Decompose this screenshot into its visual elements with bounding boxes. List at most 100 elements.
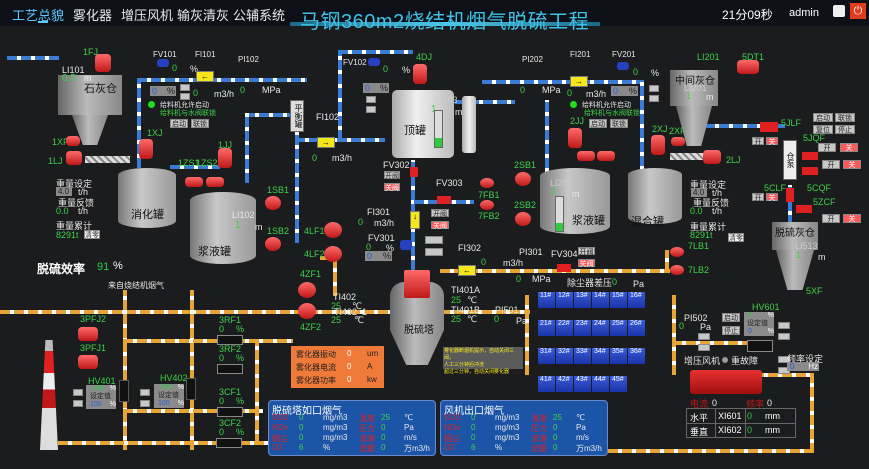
- dust-collector-cell[interactable]: 24#: [592, 320, 609, 336]
- fan-4lf2[interactable]: [324, 246, 342, 262]
- pump-2b[interactable]: [597, 151, 615, 161]
- atomizer[interactable]: [404, 270, 430, 298]
- fv102-inc-button[interactable]: [366, 96, 376, 103]
- nav-booster-fan[interactable]: 增压风机: [121, 8, 174, 23]
- hv601-dec-button[interactable]: [778, 333, 790, 340]
- cube-icon[interactable]: [833, 5, 845, 17]
- damper-3rf1[interactable]: [217, 335, 243, 345]
- 5clf-close-button[interactable]: 关: [766, 193, 778, 202]
- pump-2sb1[interactable]: [515, 172, 531, 186]
- hv401-panel[interactable]: 100% 设定值 100%: [86, 385, 116, 409]
- valve-5jqf[interactable]: [802, 152, 818, 160]
- fan-4zf2[interactable]: [298, 303, 316, 319]
- fv201-dec-button[interactable]: [649, 95, 659, 102]
- valve-fv303[interactable]: [437, 196, 451, 204]
- nav-overview[interactable]: 工艺总貌: [12, 8, 65, 23]
- agitator-1xj[interactable]: [139, 139, 153, 159]
- fan-4lf1[interactable]: [324, 222, 342, 238]
- nav-atomizer[interactable]: 雾化器: [73, 8, 113, 23]
- dust-collector-cell[interactable]: 32#: [556, 348, 573, 364]
- damper-3cf1[interactable]: [217, 407, 243, 417]
- valve-fv101-icon[interactable]: [157, 59, 169, 67]
- dust-collector-cell[interactable]: 35#: [610, 348, 627, 364]
- weight-set-input[interactable]: 4.0: [56, 187, 72, 196]
- line1-interlock-button[interactable]: 联锁: [191, 119, 209, 128]
- fv304-close-button[interactable]: 关阀: [578, 259, 595, 268]
- pump-1zs1[interactable]: [185, 177, 203, 187]
- pump-1sb1[interactable]: [265, 196, 281, 210]
- damper-3cf2[interactable]: [216, 438, 242, 448]
- fv303-close-button[interactable]: 关阀: [431, 221, 449, 230]
- fan-7lb1[interactable]: [670, 247, 684, 257]
- damper-hv601[interactable]: [747, 340, 773, 352]
- fan-1fj[interactable]: [95, 54, 111, 72]
- 5zcf-open-button[interactable]: 开: [822, 214, 840, 223]
- hv402-dec-button[interactable]: [140, 400, 150, 407]
- 5jlf-open-button[interactable]: 开: [752, 137, 764, 146]
- pump-bin-reset-button[interactable]: 复位: [813, 125, 833, 134]
- booster-start-button[interactable]: 启动: [722, 313, 740, 322]
- fan-7fb2[interactable]: [480, 200, 494, 210]
- dust-collector-cell[interactable]: 36#: [628, 348, 645, 364]
- damper-hv402[interactable]: [186, 378, 196, 400]
- pump-1zs2[interactable]: [206, 177, 224, 187]
- dust-collector-cell[interactable]: 26#: [628, 320, 645, 336]
- 5jlf-close-button[interactable]: 关: [766, 137, 778, 146]
- agitator-1jj[interactable]: [218, 148, 232, 168]
- 5clf-open-button[interactable]: 开: [752, 193, 764, 202]
- pump-bin-interlock-button[interactable]: 联锁: [835, 113, 855, 122]
- pump-bin-stop-button[interactable]: 停止: [835, 125, 855, 134]
- 5jqf-open-button[interactable]: 开: [818, 143, 836, 152]
- user-name[interactable]: admin: [789, 7, 819, 19]
- valve-5jlf[interactable]: [760, 122, 778, 132]
- feeder-1xf[interactable]: [66, 136, 80, 146]
- 5jqf-close-button[interactable]: 关: [840, 143, 858, 152]
- pump-bin-start-button[interactable]: 启动: [813, 113, 833, 122]
- dust-collector-cell[interactable]: 13#: [574, 292, 591, 308]
- dust-collector-cell[interactable]: 12#: [556, 292, 573, 308]
- fan-5dt1[interactable]: [737, 60, 759, 74]
- fv303-open-button[interactable]: 开阀: [431, 209, 449, 218]
- dust-collector-cell[interactable]: 11#: [538, 292, 555, 308]
- 5zcf-close-button[interactable]: 关: [843, 214, 861, 223]
- fv102-dec-button[interactable]: [366, 106, 376, 113]
- screw-2lj[interactable]: [703, 150, 721, 164]
- feeder-2xf[interactable]: [671, 137, 685, 146]
- valve-fv102-icon[interactable]: [368, 58, 380, 66]
- dust-collector-cell[interactable]: 23#: [574, 320, 591, 336]
- fan-3pfj1[interactable]: [78, 355, 98, 369]
- damper-hv401[interactable]: [119, 380, 129, 402]
- screw-1lj[interactable]: [66, 151, 82, 165]
- valve-5zcf[interactable]: [796, 205, 812, 213]
- booster-fan-motor[interactable]: [690, 370, 762, 394]
- fv301-inc-button[interactable]: [425, 236, 443, 244]
- valve-5cqf[interactable]: [802, 167, 818, 175]
- dust-collector-cell[interactable]: 41#: [538, 376, 555, 392]
- dust-collector-cell[interactable]: 42#: [556, 376, 573, 392]
- fv302-close-button[interactable]: 关阀: [384, 183, 400, 192]
- damper-3rf2[interactable]: [217, 364, 243, 374]
- dust-collector-cell[interactable]: 44#: [592, 376, 609, 392]
- booster-stop-button[interactable]: 停止: [722, 326, 740, 335]
- valve-fv201-icon[interactable]: [617, 62, 629, 70]
- hv401-dec-button[interactable]: [73, 400, 83, 407]
- dust-collector-cell[interactable]: 34#: [592, 348, 609, 364]
- pump-2sb2[interactable]: [515, 212, 531, 226]
- dust-collector-cell[interactable]: 15#: [610, 292, 627, 308]
- motor-4dj[interactable]: [413, 64, 427, 84]
- 5cqf-open-button[interactable]: 开: [822, 160, 840, 169]
- valve-fv304[interactable]: [557, 264, 571, 272]
- power-icon[interactable]: ⏻: [850, 3, 866, 19]
- fv302-open-button[interactable]: 开阀: [384, 171, 400, 180]
- line2-interlock-button[interactable]: 联锁: [610, 119, 628, 128]
- line1-start-button[interactable]: 启动: [170, 119, 188, 128]
- valve-fv301-icon[interactable]: [400, 240, 412, 250]
- valve-fv302[interactable]: [410, 167, 418, 177]
- hv601-inc-button[interactable]: [778, 322, 790, 329]
- weight2-clear-button[interactable]: 清零: [728, 233, 744, 242]
- valve-5clf[interactable]: [786, 188, 794, 202]
- pump-1sb2[interactable]: [265, 237, 281, 251]
- pi502-inc-button[interactable]: [698, 333, 710, 340]
- dust-collector-cell[interactable]: 22#: [556, 320, 573, 336]
